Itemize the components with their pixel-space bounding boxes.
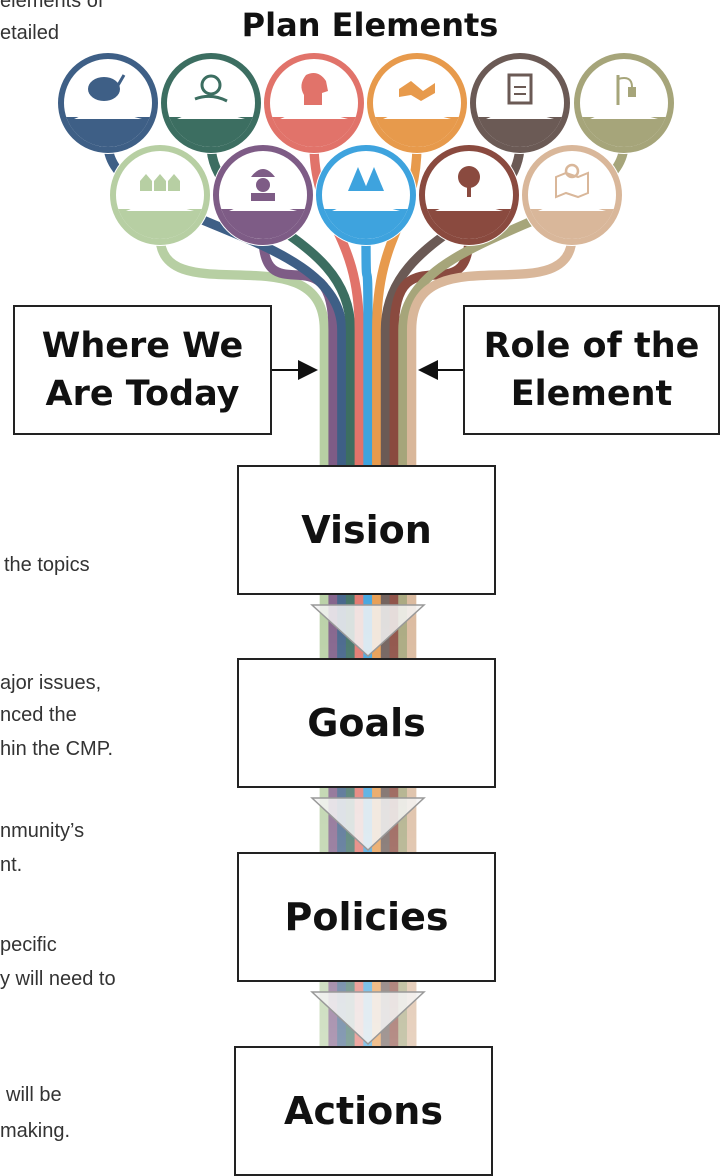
left-text-line: making. (0, 1120, 71, 1142)
worker-icon-badge (212, 144, 314, 246)
left-text-line: nmunity’s (0, 820, 85, 842)
handshake-icon-badge (366, 52, 468, 154)
policies-box: Policies (237, 852, 496, 982)
element-strand (258, 235, 338, 1171)
left-text-line: ajor issues, (0, 672, 102, 694)
role-of-element-box: Role of the Element (463, 305, 720, 435)
map-pin-icon-badge (521, 144, 623, 246)
money-hand-icon-badge (160, 52, 262, 154)
down-arrow (310, 991, 426, 1046)
money-hand-icon (194, 74, 228, 103)
handshake-icon (399, 81, 435, 101)
element-strand (155, 235, 330, 1171)
where-we-are-today-box: Where We Are Today (13, 305, 272, 435)
left-text-line: nt. (0, 854, 23, 876)
street-lamp-icon-badge (573, 52, 675, 154)
left-text-line: elements of (0, 0, 104, 12)
street-lamp-icon (616, 75, 636, 105)
actions-box: Actions (234, 1046, 493, 1176)
clipboard-icon-badge (469, 52, 571, 154)
map-pin-icon (555, 163, 589, 199)
brain-head-icon-badge (263, 52, 365, 154)
down-arrow (310, 604, 426, 658)
clipboard-icon (507, 73, 533, 105)
tree-icon (458, 166, 480, 197)
element-circles (57, 52, 675, 246)
trees-icon (348, 167, 384, 191)
vision-box: Vision (237, 465, 496, 595)
element-strand (361, 235, 373, 1171)
brain-head-icon (301, 73, 328, 105)
plan-elements-title: Plan Elements (241, 6, 499, 44)
left-text-line: hin the CMP. (0, 738, 114, 760)
paint-palette-icon (88, 74, 126, 101)
left-text-line: nced the (0, 704, 77, 726)
trees-icon-badge (315, 144, 417, 246)
goals-box: Goals (237, 658, 496, 788)
left-text-line: will be (6, 1084, 62, 1106)
flow-arrows (310, 604, 426, 1046)
element-strand (406, 235, 577, 1171)
down-arrow (310, 797, 426, 852)
houses-icon (140, 174, 180, 191)
houses-icon-badge (109, 144, 211, 246)
paint-palette-icon-badge (57, 52, 159, 154)
tree-icon-badge (418, 144, 520, 246)
left-text-line: etailed (0, 22, 59, 44)
left-text-line: pecific (0, 934, 57, 956)
left-text-line: the topics (4, 554, 90, 576)
worker-icon (251, 169, 275, 201)
left-text-line: y will need to (0, 968, 116, 990)
